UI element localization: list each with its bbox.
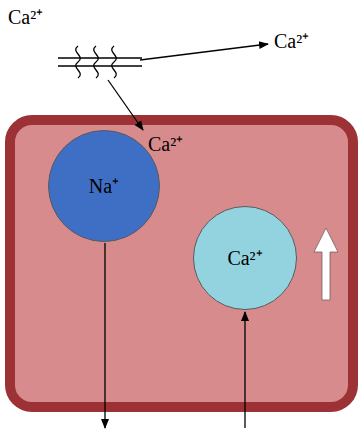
ion-label: Ca²⁺ — [8, 6, 43, 28]
influx-arrow — [108, 80, 143, 130]
cell: Ca²⁺ Na⁺ Ca²⁺ — [5, 115, 358, 412]
ion-label: Ca²⁺ — [227, 247, 262, 269]
ion-label: Ca²⁺ — [148, 133, 183, 155]
sodium-out-arrow — [104, 243, 105, 428]
cell-body — [10, 120, 353, 407]
vesicle-circle: Ca²⁺ — [193, 206, 297, 310]
white-up-arrow — [314, 228, 338, 300]
ion-label: Na⁺ — [89, 175, 119, 197]
calcium-in-arrow — [244, 312, 245, 428]
nucleus-circle: Na⁺ — [48, 130, 160, 242]
ion-label: Ca²⁺ — [274, 30, 309, 52]
efflux-arrow — [140, 44, 268, 60]
channel-symbol — [58, 46, 142, 78]
